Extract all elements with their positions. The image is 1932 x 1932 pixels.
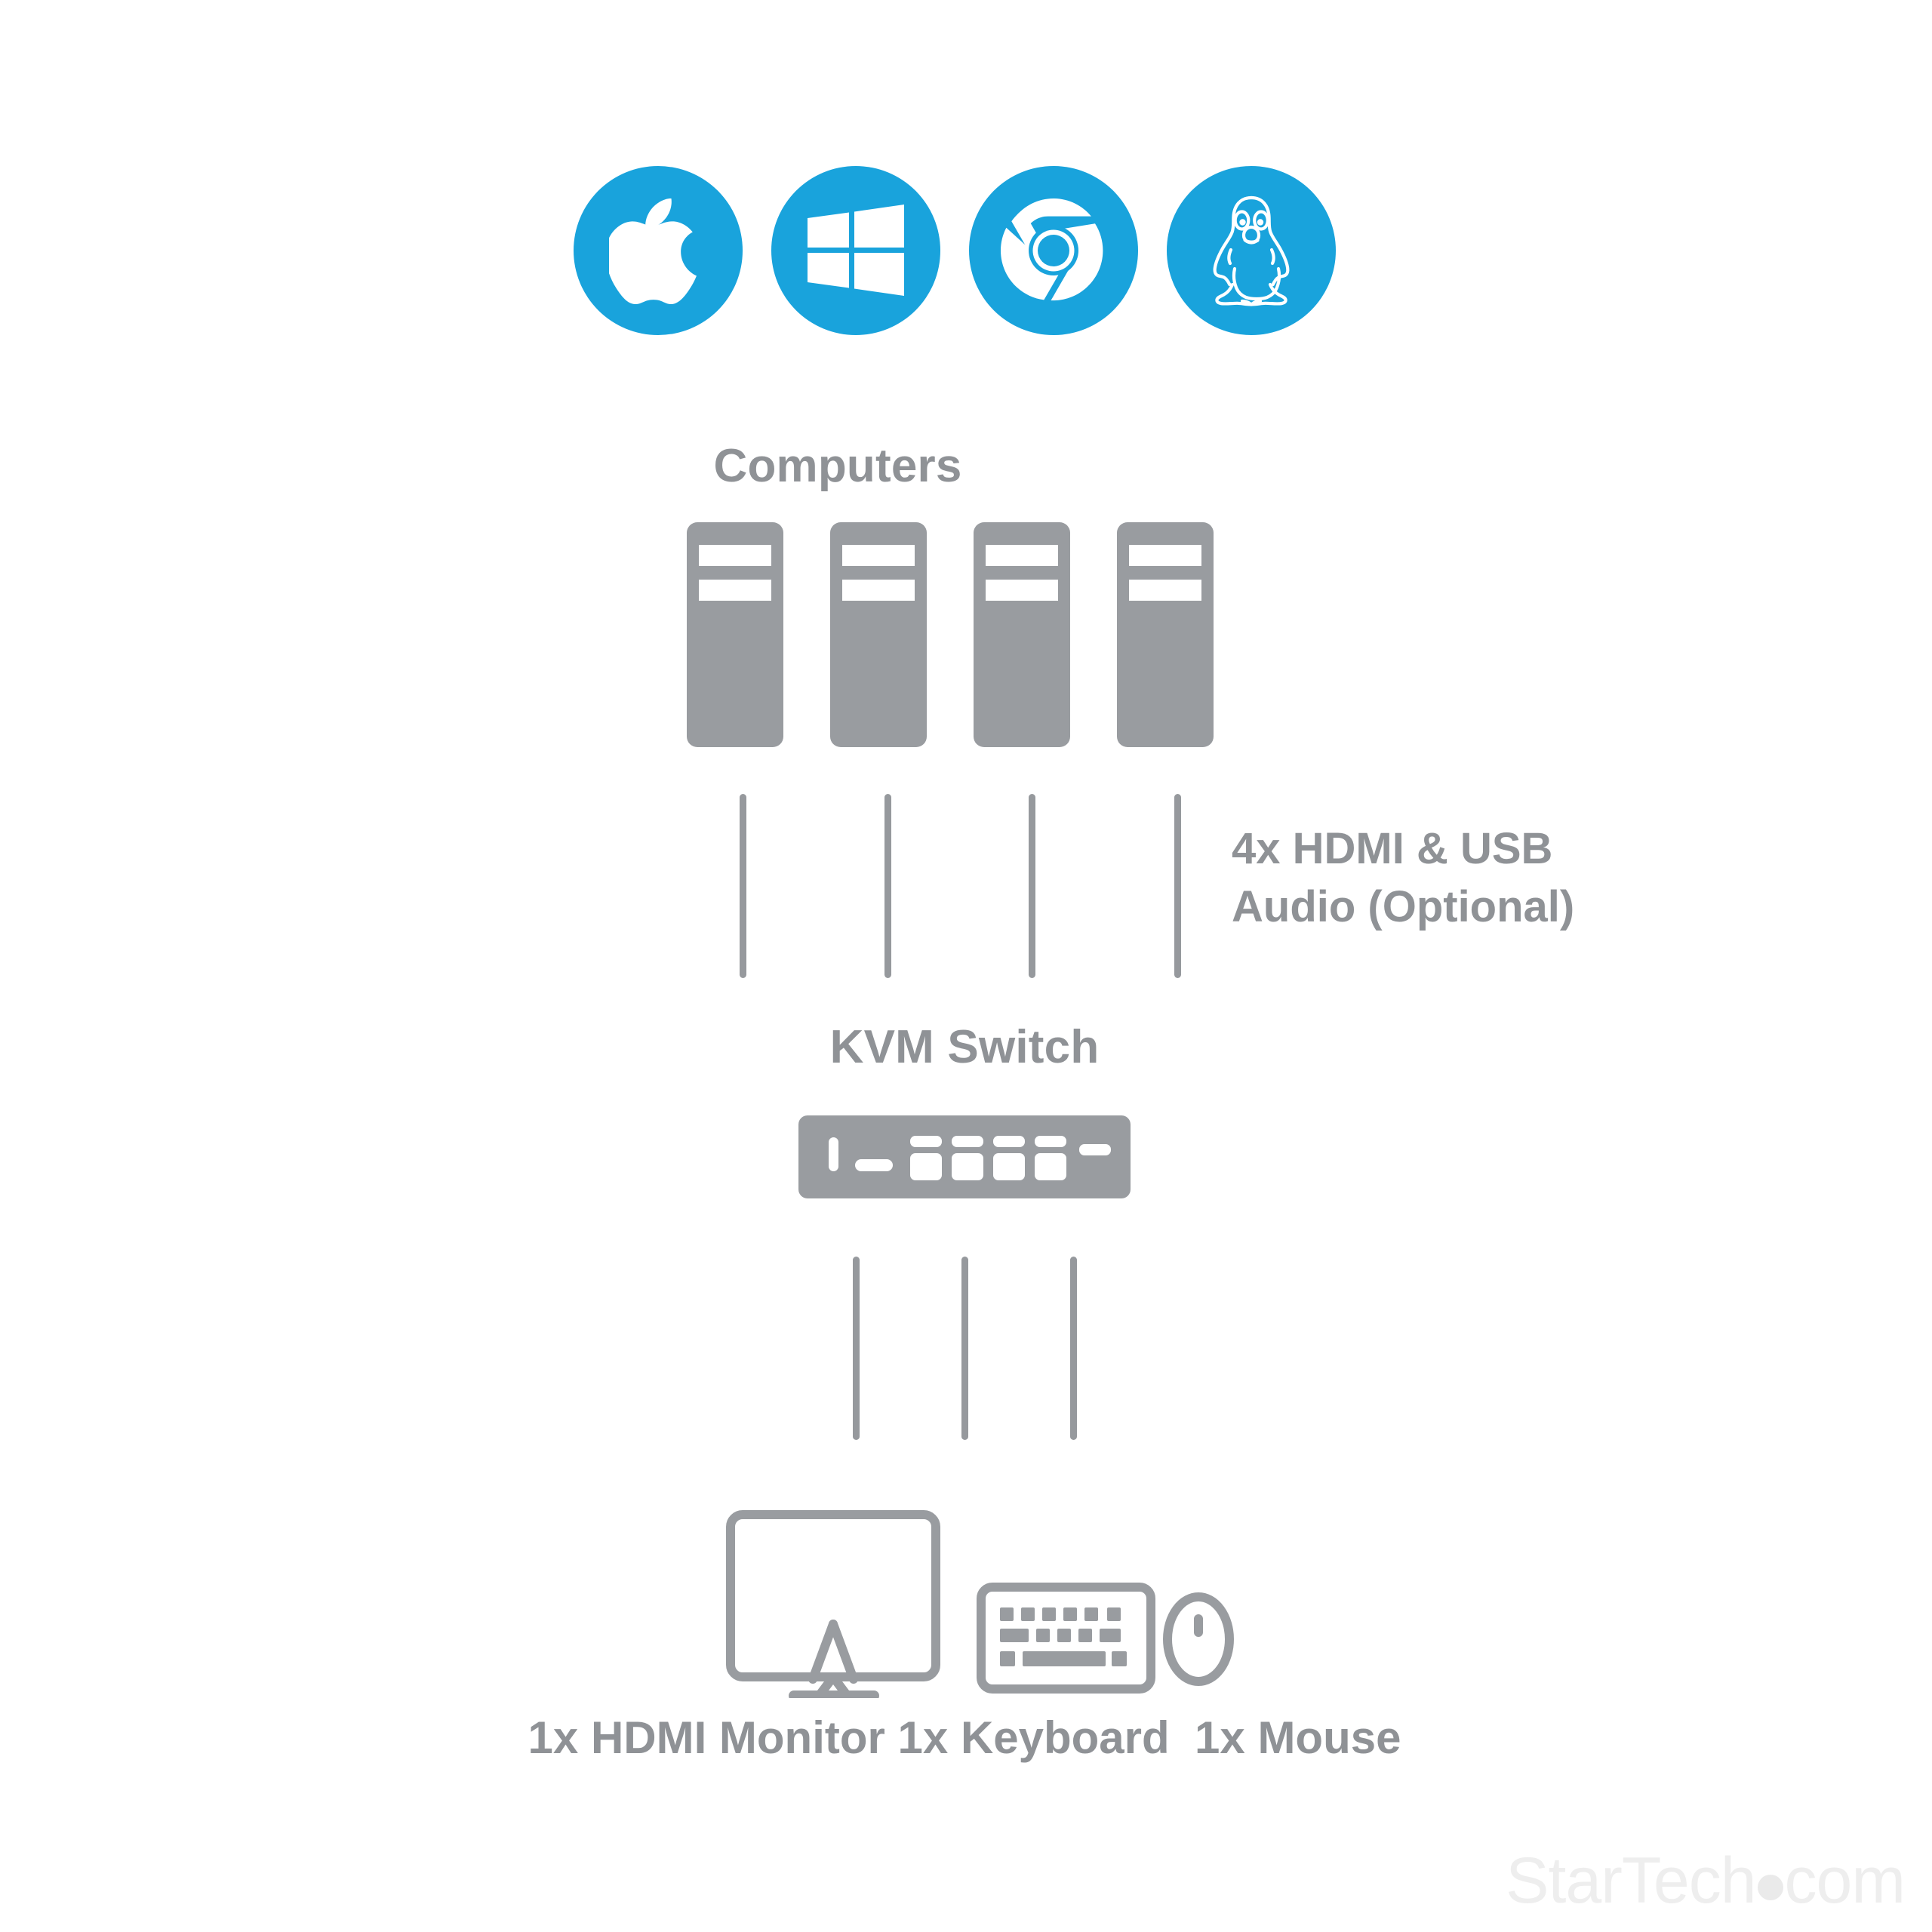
os-compatibility-row	[574, 166, 1351, 340]
monitor-icon	[726, 1510, 940, 1684]
kvm-port-button-4	[1035, 1153, 1066, 1180]
cable-keyboard	[961, 1257, 968, 1440]
tower-slot-top	[699, 545, 771, 566]
kvm-port-led-4	[1035, 1136, 1066, 1147]
keyboard-icon	[977, 1583, 1155, 1694]
peripheral-labels: 1x HDMI Monitor 1x Keyboard 1x Mouse	[528, 1712, 1401, 1764]
watermark-dot-icon	[1757, 1874, 1783, 1900]
chrome-icon	[969, 166, 1138, 335]
label-gap-2	[1170, 1712, 1195, 1764]
tower-slot-top	[986, 545, 1058, 566]
windows-icon	[771, 166, 940, 335]
mouse-icon	[1163, 1592, 1234, 1686]
cable-computer-2	[884, 794, 891, 978]
cable-computer-4	[1174, 794, 1181, 978]
mouse-label: 1x Mouse	[1195, 1712, 1401, 1763]
monitor-base	[789, 1690, 879, 1701]
linux-icon	[1167, 166, 1336, 335]
kvm-port-led-3	[993, 1136, 1025, 1147]
kvm-port-button-2	[952, 1153, 983, 1180]
kvm-dash-right	[1079, 1144, 1111, 1155]
monitor-label: 1x HDMI Monitor	[528, 1712, 885, 1763]
computer-tower-2	[830, 522, 927, 747]
kvm-port-button-1	[910, 1153, 942, 1180]
computer-tower-4	[1117, 522, 1214, 747]
tower-slot-bottom	[1129, 580, 1201, 601]
kvm-power-led	[829, 1137, 838, 1171]
label-gap-1	[885, 1712, 898, 1764]
kvm-port-led-1	[910, 1136, 942, 1147]
cable-annotation-line1: 4x HDMI & USB	[1232, 824, 1553, 873]
computers-label: Computers	[713, 440, 962, 492]
cable-computer-1	[740, 794, 746, 978]
computer-tower-3	[974, 522, 1070, 747]
cable-computer-3	[1029, 794, 1035, 978]
watermark-text-left: StarTech	[1506, 1844, 1756, 1917]
kvm-switch-device	[798, 1115, 1131, 1198]
tower-slot-top	[842, 545, 915, 566]
kvm-dash-left	[855, 1159, 893, 1171]
keyboard-label: 1x Keyboard	[897, 1712, 1170, 1763]
startech-watermark: StarTech com	[1506, 1844, 1906, 1918]
kvm-port-led-2	[952, 1136, 983, 1147]
kvm-port-button-3	[993, 1153, 1025, 1180]
apple-icon	[574, 166, 743, 335]
tower-slot-top	[1129, 545, 1201, 566]
cable-monitor	[853, 1257, 860, 1440]
tower-slot-bottom	[699, 580, 771, 601]
tower-slot-bottom	[986, 580, 1058, 601]
tower-slot-bottom	[842, 580, 915, 601]
cable-mouse	[1070, 1257, 1077, 1440]
cable-annotation: 4x HDMI & USB Audio (Optional)	[1232, 820, 1574, 936]
mouse-scroll-wheel	[1194, 1614, 1203, 1637]
computer-tower-1	[687, 522, 783, 747]
watermark-text-right: com	[1784, 1844, 1906, 1917]
cable-annotation-line2: Audio (Optional)	[1232, 882, 1575, 932]
peripherals-group	[721, 1509, 1249, 1703]
kvm-switch-label: KVM Switch	[829, 1021, 1100, 1073]
